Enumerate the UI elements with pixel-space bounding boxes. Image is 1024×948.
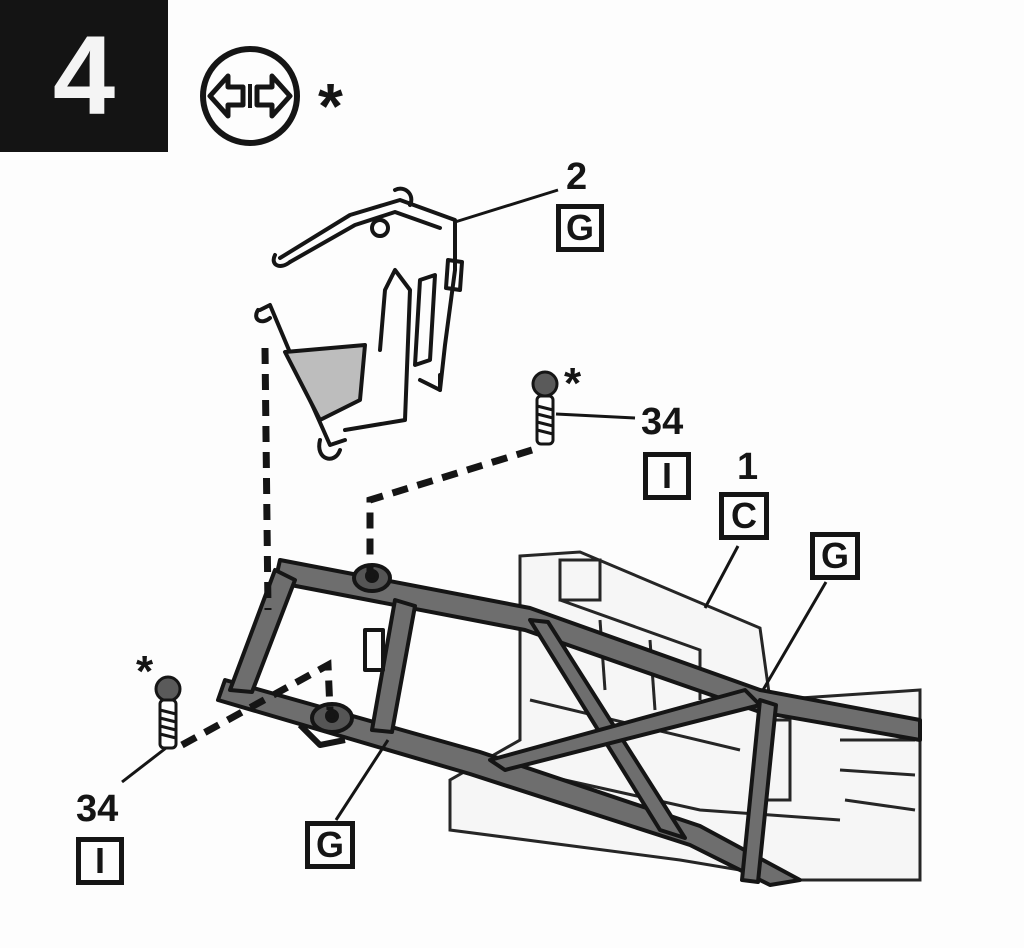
- frame-tag-bottom-letter: G: [315, 824, 344, 865]
- part-34-right-letter-box: I: [643, 452, 691, 500]
- part-34-left-letter-box: I: [76, 837, 124, 885]
- frame-tag-bottom-letter-box: G: [305, 821, 355, 869]
- step-number-box: 4: [0, 0, 168, 152]
- part-34-left-asterisk: *: [136, 647, 154, 696]
- part-34-right-shock: [531, 370, 559, 446]
- assembly-dashed-lines: [180, 347, 534, 749]
- part-34-left-shock: [154, 675, 182, 750]
- part-34-left-letter: I: [94, 840, 105, 881]
- part-2-letter: G: [565, 207, 594, 248]
- part-34-right-letter: I: [661, 455, 672, 496]
- step-number: 4: [52, 13, 116, 138]
- part-34-right-number: 34: [641, 401, 684, 443]
- symbol-asterisk: *: [318, 70, 343, 142]
- ladder-frame: [216, 558, 922, 887]
- part-2-bracket: [254, 186, 464, 461]
- part-34-right-asterisk: *: [564, 359, 582, 408]
- part-1-number: 1: [737, 446, 759, 488]
- part-2-number: 2: [566, 156, 588, 198]
- part-1-letter: C: [731, 495, 757, 536]
- frame-tag-letter: G: [820, 535, 849, 576]
- both-sides-arrows-icon: [198, 44, 302, 148]
- part-34-left-number: 34: [76, 788, 119, 830]
- frame-tag-letter-box: G: [810, 532, 860, 580]
- part-2-letter-box: G: [556, 204, 604, 252]
- leader-lines: [121, 188, 828, 821]
- part-1-letter-box: C: [719, 492, 769, 540]
